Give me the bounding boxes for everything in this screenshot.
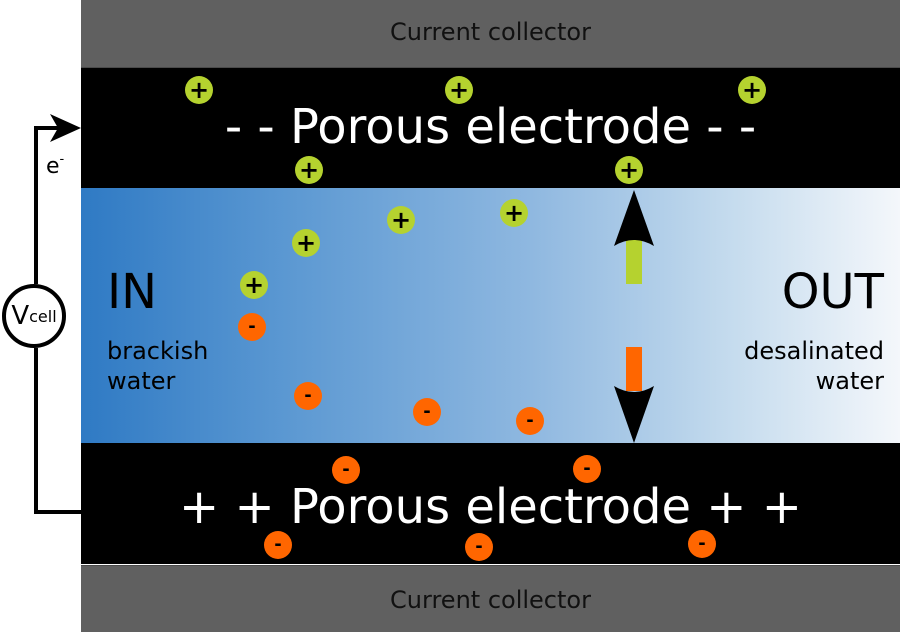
outlet-line-1: desalinated bbox=[744, 337, 884, 365]
anion-sign: - bbox=[526, 410, 534, 431]
current-collector-top-label: Current collector bbox=[390, 18, 591, 46]
circuit-wire-lower bbox=[34, 348, 81, 514]
cation-sign: + bbox=[295, 229, 317, 257]
cation-icon: + bbox=[240, 271, 268, 299]
cation-sign: + bbox=[243, 271, 265, 299]
outlet-title: OUT bbox=[781, 264, 884, 320]
anion-sign: - bbox=[274, 534, 282, 555]
electron-flow-arrow-icon bbox=[50, 114, 81, 142]
anion-sign: - bbox=[583, 458, 591, 479]
electron-label: e- bbox=[46, 152, 64, 179]
anion-icon: - bbox=[573, 455, 601, 483]
cation-icon: + bbox=[615, 156, 643, 184]
cation-sign: + bbox=[298, 156, 320, 184]
cation-icon: + bbox=[387, 206, 415, 234]
voltage-subscript: cell bbox=[29, 306, 57, 326]
anion-sign: - bbox=[342, 459, 350, 480]
cation-sign: + bbox=[448, 76, 470, 104]
anion-sign: - bbox=[698, 533, 706, 554]
water-channel: IN brackish water OUT desalinated water bbox=[81, 188, 900, 443]
anion-icon: - bbox=[264, 531, 292, 559]
circuit-wire bbox=[34, 126, 62, 284]
cation-icon: + bbox=[295, 156, 323, 184]
cation-icon: + bbox=[738, 76, 766, 104]
electron-charge: - bbox=[59, 152, 65, 167]
anion-icon: - bbox=[413, 398, 441, 426]
anion-sign: - bbox=[248, 316, 256, 337]
cation-sign: + bbox=[503, 199, 525, 227]
anion-icon: - bbox=[332, 456, 360, 484]
anion-sign: - bbox=[475, 536, 483, 557]
anion-icon: - bbox=[294, 382, 322, 410]
voltage-symbol: V bbox=[11, 301, 30, 331]
cation-sign: + bbox=[618, 156, 640, 184]
electrode-bottom-label: + + Porous electrode + + bbox=[179, 479, 802, 535]
inlet-line-1: brackish bbox=[107, 337, 209, 365]
inlet-title: IN bbox=[107, 264, 158, 320]
current-collector-bottom: Current collector bbox=[81, 565, 900, 632]
cation-icon: + bbox=[185, 76, 213, 104]
anion-icon: - bbox=[688, 530, 716, 558]
cation-icon: + bbox=[445, 76, 473, 104]
anion-icon: - bbox=[465, 533, 493, 561]
cation-icon: + bbox=[500, 199, 528, 227]
outlet-line-2: water bbox=[815, 367, 884, 395]
cation-icon: + bbox=[292, 229, 320, 257]
external-circuit bbox=[34, 114, 81, 514]
electrode-top-label: - - Porous electrode - - bbox=[224, 99, 757, 155]
current-collector-bottom-label: Current collector bbox=[390, 586, 591, 614]
anion-sign: - bbox=[423, 401, 431, 422]
cation-sign: + bbox=[741, 76, 763, 104]
cation-sign: + bbox=[188, 76, 210, 104]
anion-icon: - bbox=[238, 313, 266, 341]
electron-symbol: e bbox=[46, 154, 60, 179]
anion-sign: - bbox=[304, 385, 312, 406]
current-collector-top: Current collector bbox=[81, 0, 900, 68]
inlet-line-2: water bbox=[107, 367, 176, 395]
anion-icon: - bbox=[516, 407, 544, 435]
inlet-description: brackish water bbox=[107, 336, 208, 396]
cation-sign: + bbox=[390, 206, 412, 234]
outlet-description: desalinated water bbox=[744, 336, 884, 396]
